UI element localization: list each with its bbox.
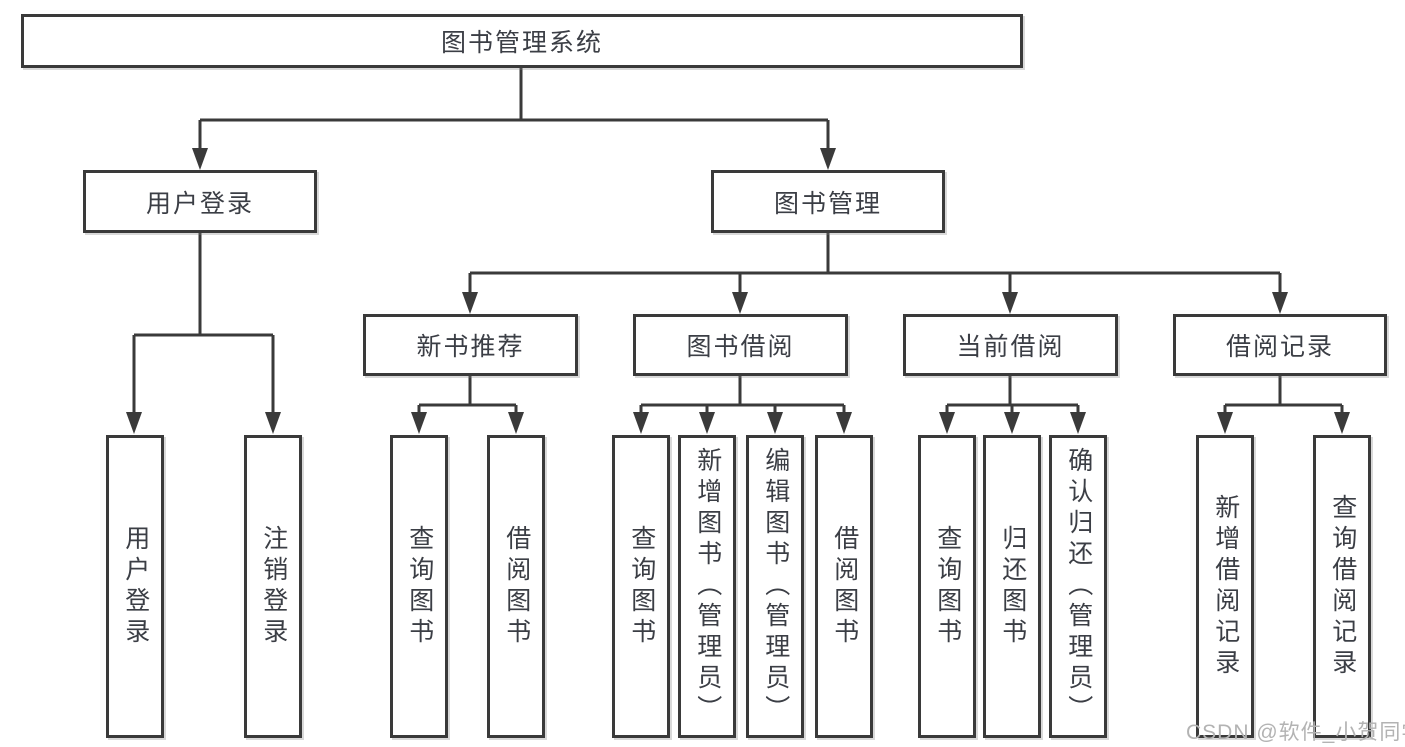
arrowhead-icon <box>265 412 281 434</box>
leaf-return-books: 归还图书 <box>983 435 1041 738</box>
arrowhead-icon <box>462 292 478 314</box>
edge-borrow-records-to-leaves <box>1223 374 1344 416</box>
node-label: 查询图书 <box>405 524 434 649</box>
edge-new-book-recommend-to-leaves <box>417 374 518 416</box>
edge-user-login-to-leaves <box>132 232 275 416</box>
arrowhead-icon <box>633 412 649 434</box>
leaf-query-books-recommend: 查询图书 <box>390 435 448 738</box>
node-label: 新增图书（管理员） <box>693 447 722 726</box>
arrowhead-group <box>126 148 1350 434</box>
arrowhead-icon <box>1002 292 1018 314</box>
node-book-management: 图书管理 <box>711 170 945 233</box>
node-label: 借阅图书 <box>502 524 531 649</box>
edge-book-borrow-to-leaves <box>639 374 846 416</box>
node-new-book-recommend: 新书推荐 <box>363 314 578 376</box>
node-book-borrow: 图书借阅 <box>633 314 848 376</box>
arrowhead-icon <box>1217 412 1233 434</box>
arrowhead-icon <box>836 412 852 434</box>
arrowhead-icon <box>508 412 524 434</box>
node-label: 查询图书 <box>933 524 962 649</box>
arrowhead-icon <box>411 412 427 434</box>
node-label: 编辑图书（管理员） <box>761 447 790 726</box>
leaf-logout: 注销登录 <box>244 435 302 738</box>
arrowhead-icon <box>939 412 955 434</box>
node-label: 图书管理系统 <box>440 29 603 57</box>
node-label: 图书借阅 <box>686 333 795 361</box>
node-label: 查询图书 <box>627 524 656 649</box>
node-label: 借阅图书 <box>830 524 859 649</box>
arrowhead-icon <box>1334 412 1350 434</box>
node-label: 新书推荐 <box>416 333 525 361</box>
leaf-confirm-return-admin: 确认归还（管理员） <box>1049 435 1107 738</box>
node-current-borrow: 当前借阅 <box>903 314 1118 376</box>
node-label: 用户登录 <box>145 189 254 218</box>
csdn-watermark: CSDN @软件_小贺同学 <box>1186 721 1405 744</box>
leaf-borrow-books-recommend: 借阅图书 <box>487 435 545 738</box>
arrowhead-icon <box>192 148 208 170</box>
node-library-management-system: 图书管理系统 <box>21 14 1023 68</box>
leaf-add-borrow-record: 新增借阅记录 <box>1196 435 1254 738</box>
leaf-add-books-admin: 新增图书（管理员） <box>678 435 736 738</box>
leaf-query-books-borrow: 查询图书 <box>612 435 670 738</box>
node-user-login: 用户登录 <box>83 170 317 233</box>
node-label: 借阅记录 <box>1225 333 1334 361</box>
leaf-borrow-books: 借阅图书 <box>815 435 873 738</box>
arrowhead-icon <box>820 148 836 170</box>
edge-book-management-to-level3 <box>468 232 1282 296</box>
arrowhead-icon <box>1004 412 1020 434</box>
arrowhead-icon <box>732 292 748 314</box>
node-borrow-records: 借阅记录 <box>1173 314 1387 376</box>
node-label: 查询借阅记录 <box>1328 493 1357 680</box>
leaf-query-borrow-record: 查询借阅记录 <box>1313 435 1371 738</box>
node-label: 新增借阅记录 <box>1211 493 1240 680</box>
node-label: 归还图书 <box>998 524 1027 649</box>
node-label: 图书管理 <box>773 189 882 218</box>
node-label: 确认归还（管理员） <box>1064 447 1093 726</box>
arrowhead-icon <box>767 412 783 434</box>
arrowhead-icon <box>699 412 715 434</box>
leaf-edit-books-admin: 编辑图书（管理员） <box>746 435 804 738</box>
leaf-query-books-current: 查询图书 <box>918 435 976 738</box>
arrowhead-icon <box>1070 412 1086 434</box>
leaf-user-login: 用户登录 <box>106 435 164 738</box>
edge-root-to-level2 <box>198 66 830 152</box>
node-label: 用户登录 <box>121 524 150 649</box>
arrowhead-icon <box>1272 292 1288 314</box>
node-label: 当前借阅 <box>956 333 1065 361</box>
edge-current-borrow-to-leaves <box>945 374 1080 416</box>
arrowhead-icon <box>126 412 142 434</box>
node-label: 注销登录 <box>259 524 288 649</box>
